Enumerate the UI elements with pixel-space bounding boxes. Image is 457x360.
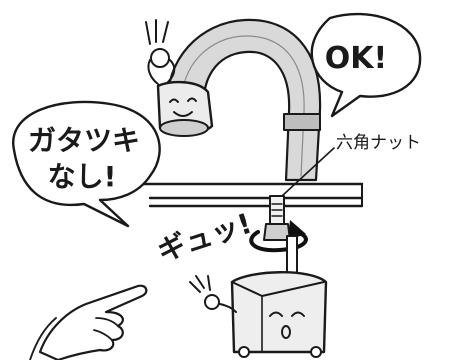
ok-text: OK!	[325, 41, 387, 76]
squeeze-sound-effect: ギュッ!	[153, 207, 255, 268]
countertop	[118, 182, 364, 208]
sound-effect-text: ギュッ!	[153, 207, 255, 268]
no-wobble-text-line2: なし!	[48, 160, 117, 193]
ok-hand-icon	[189, 275, 237, 313]
hex-nut-label: 六角ナット	[336, 133, 421, 153]
hex-nut-callout: 六角ナット	[281, 133, 421, 197]
mounting-shank	[263, 195, 291, 241]
ok-hand-icon	[145, 19, 176, 85]
faucet-spout	[166, 18, 322, 182]
box-character	[230, 271, 328, 358]
pointing-hand-icon	[29, 284, 148, 360]
spout-head-character	[156, 80, 214, 137]
no-wobble-speech-bubble: ガタツキ なし!	[12, 100, 161, 228]
no-wobble-text-line1: ガタツキ	[28, 124, 140, 157]
ok-speech-bubble: OK!	[310, 12, 422, 118]
